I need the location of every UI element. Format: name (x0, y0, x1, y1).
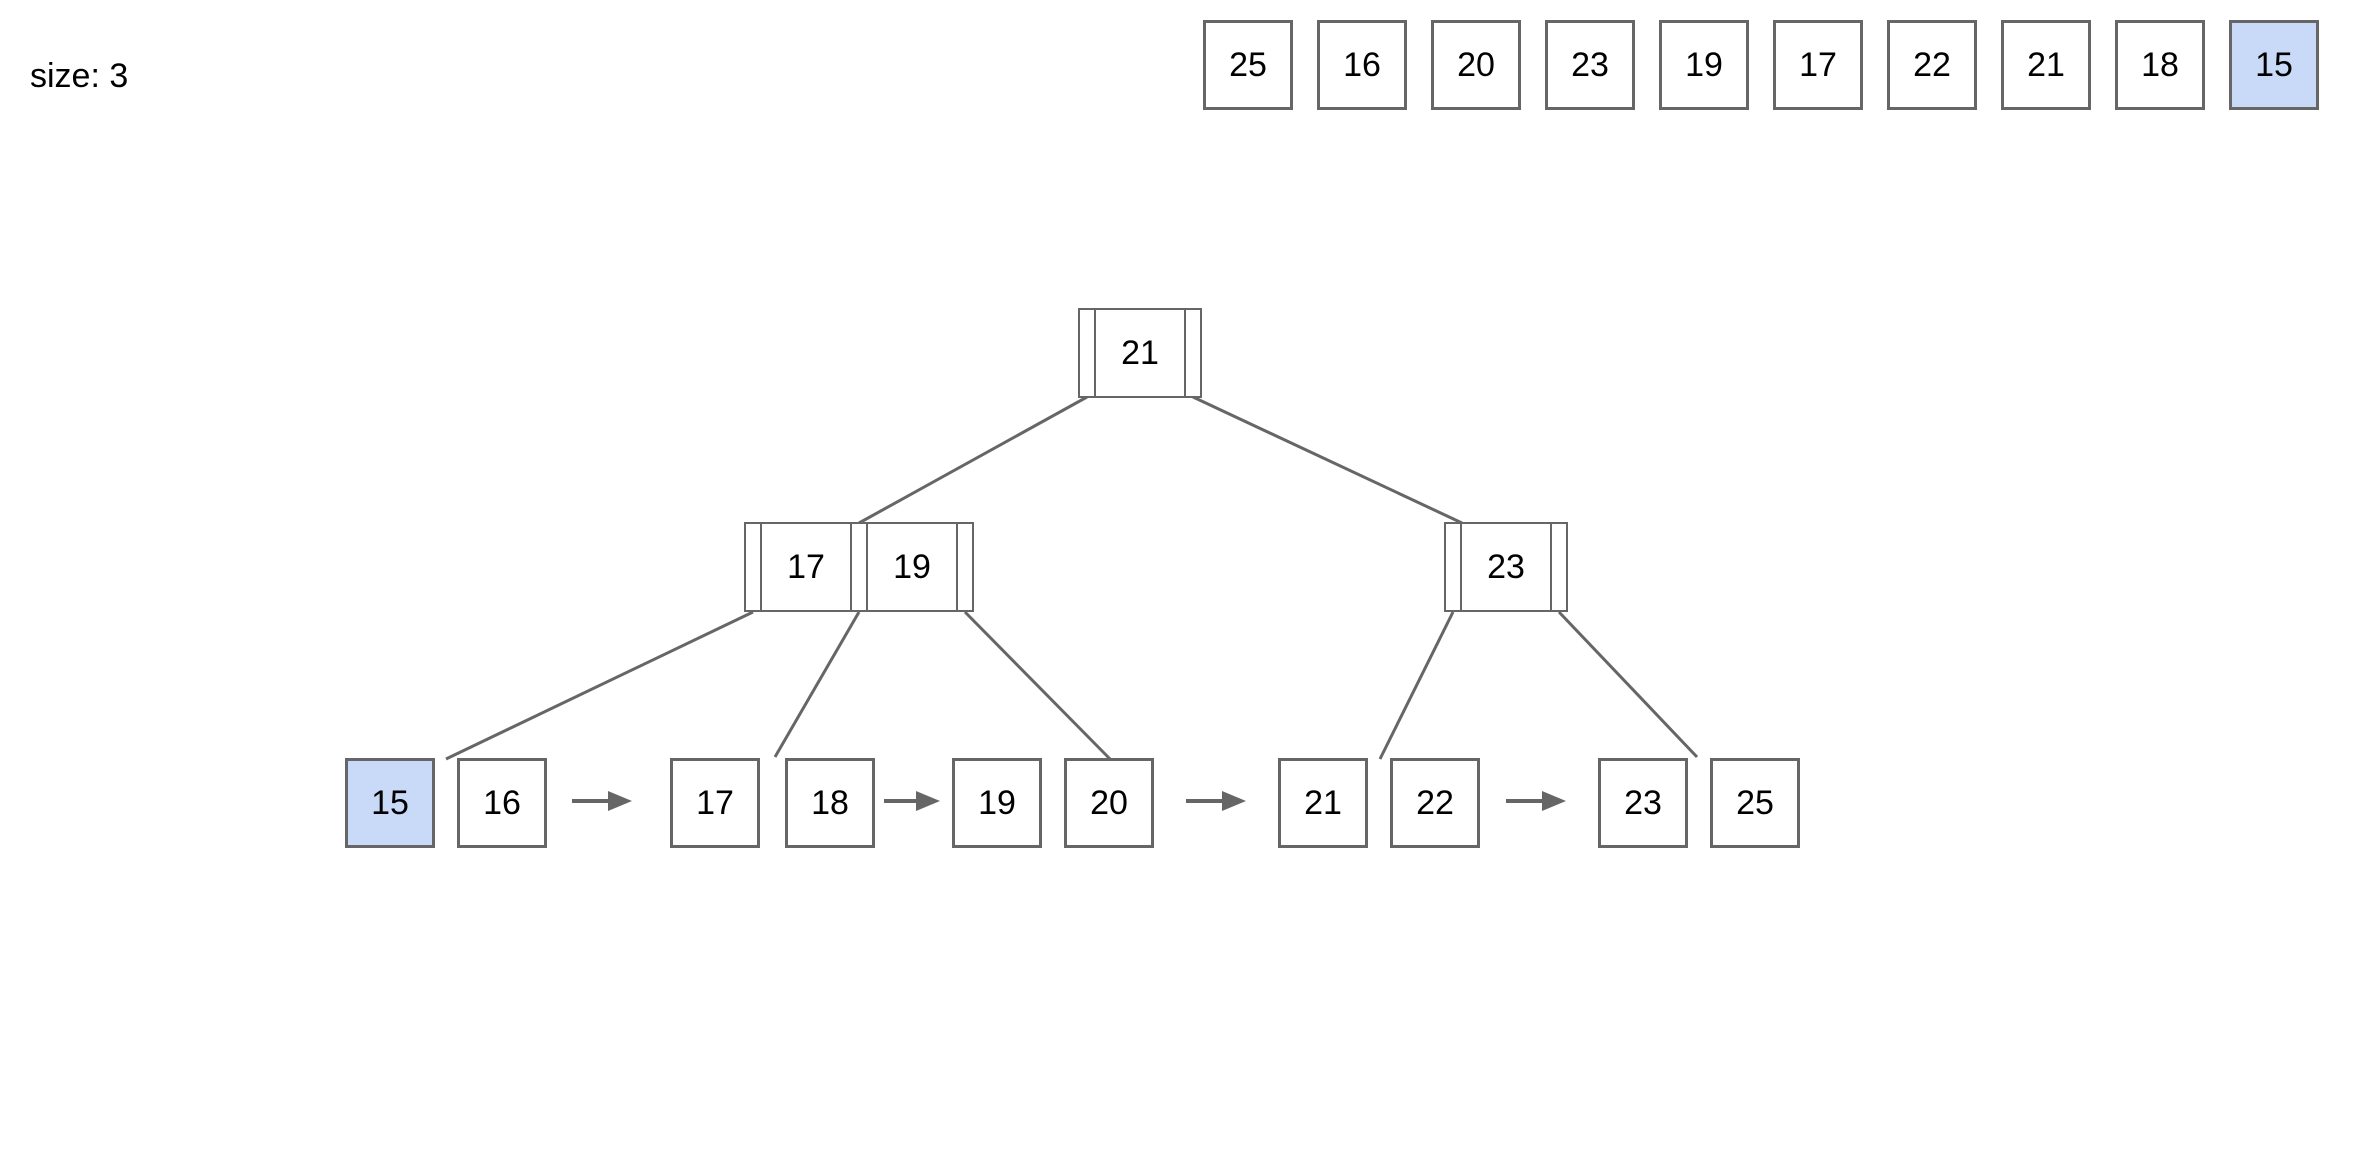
leaf-box-15: 15 (345, 758, 435, 848)
queue-box-19: 19 (1659, 20, 1749, 110)
queue-box-25: 25 (1203, 20, 1293, 110)
arrow-head (608, 791, 632, 811)
queue-box-15: 15 (2229, 20, 2319, 110)
leaf-box-17: 17 (670, 758, 760, 848)
queue-box-21: 21 (2001, 20, 2091, 110)
leaf-box-19: 19 (952, 758, 1042, 848)
leaf-box-25: 25 (1710, 758, 1800, 848)
queue-box-17: 17 (1773, 20, 1863, 110)
child-pointer-slot (1184, 308, 1202, 398)
leaf-box-21: 21 (1278, 758, 1368, 848)
leaf-link-arrow (1506, 791, 1566, 811)
node-key-19: 19 (866, 522, 958, 612)
tree-edge (1192, 395, 1463, 525)
leaf-link-arrow (572, 791, 632, 811)
queue-box-20: 20 (1431, 20, 1521, 110)
queue-box-23: 23 (1545, 20, 1635, 110)
tree-node-internal-right: 23 (1444, 522, 1568, 612)
leaf-link-arrow (884, 791, 940, 811)
node-key-23: 23 (1460, 522, 1552, 612)
child-pointer-slot (956, 522, 974, 612)
leaf-box-16: 16 (457, 758, 547, 848)
node-key-17: 17 (760, 522, 852, 612)
size-label: size: 3 (30, 57, 129, 95)
tree-edge (963, 610, 1112, 761)
leaf-box-20: 20 (1064, 758, 1154, 848)
arrow-head (916, 791, 940, 811)
tree-edge (773, 611, 861, 758)
tree-edge (1378, 611, 1455, 760)
queue-box-18: 18 (2115, 20, 2205, 110)
tree-edge (858, 395, 1088, 525)
tree-edge (1557, 610, 1699, 759)
insert-queue: 25 16 20 23 19 17 22 21 18 15 (1203, 20, 2319, 110)
leaf-link-arrow (1186, 791, 1246, 811)
tree-node-root: 21 (1078, 308, 1202, 398)
node-key-21: 21 (1094, 308, 1186, 398)
leaf-box-23: 23 (1598, 758, 1688, 848)
leaf-box-22: 22 (1390, 758, 1480, 848)
leaf-box-18: 18 (785, 758, 875, 848)
arrow-head (1222, 791, 1246, 811)
queue-box-16: 16 (1317, 20, 1407, 110)
tree-edge (445, 610, 754, 761)
child-pointer-slot (1550, 522, 1568, 612)
arrow-head (1542, 791, 1566, 811)
queue-box-22: 22 (1887, 20, 1977, 110)
